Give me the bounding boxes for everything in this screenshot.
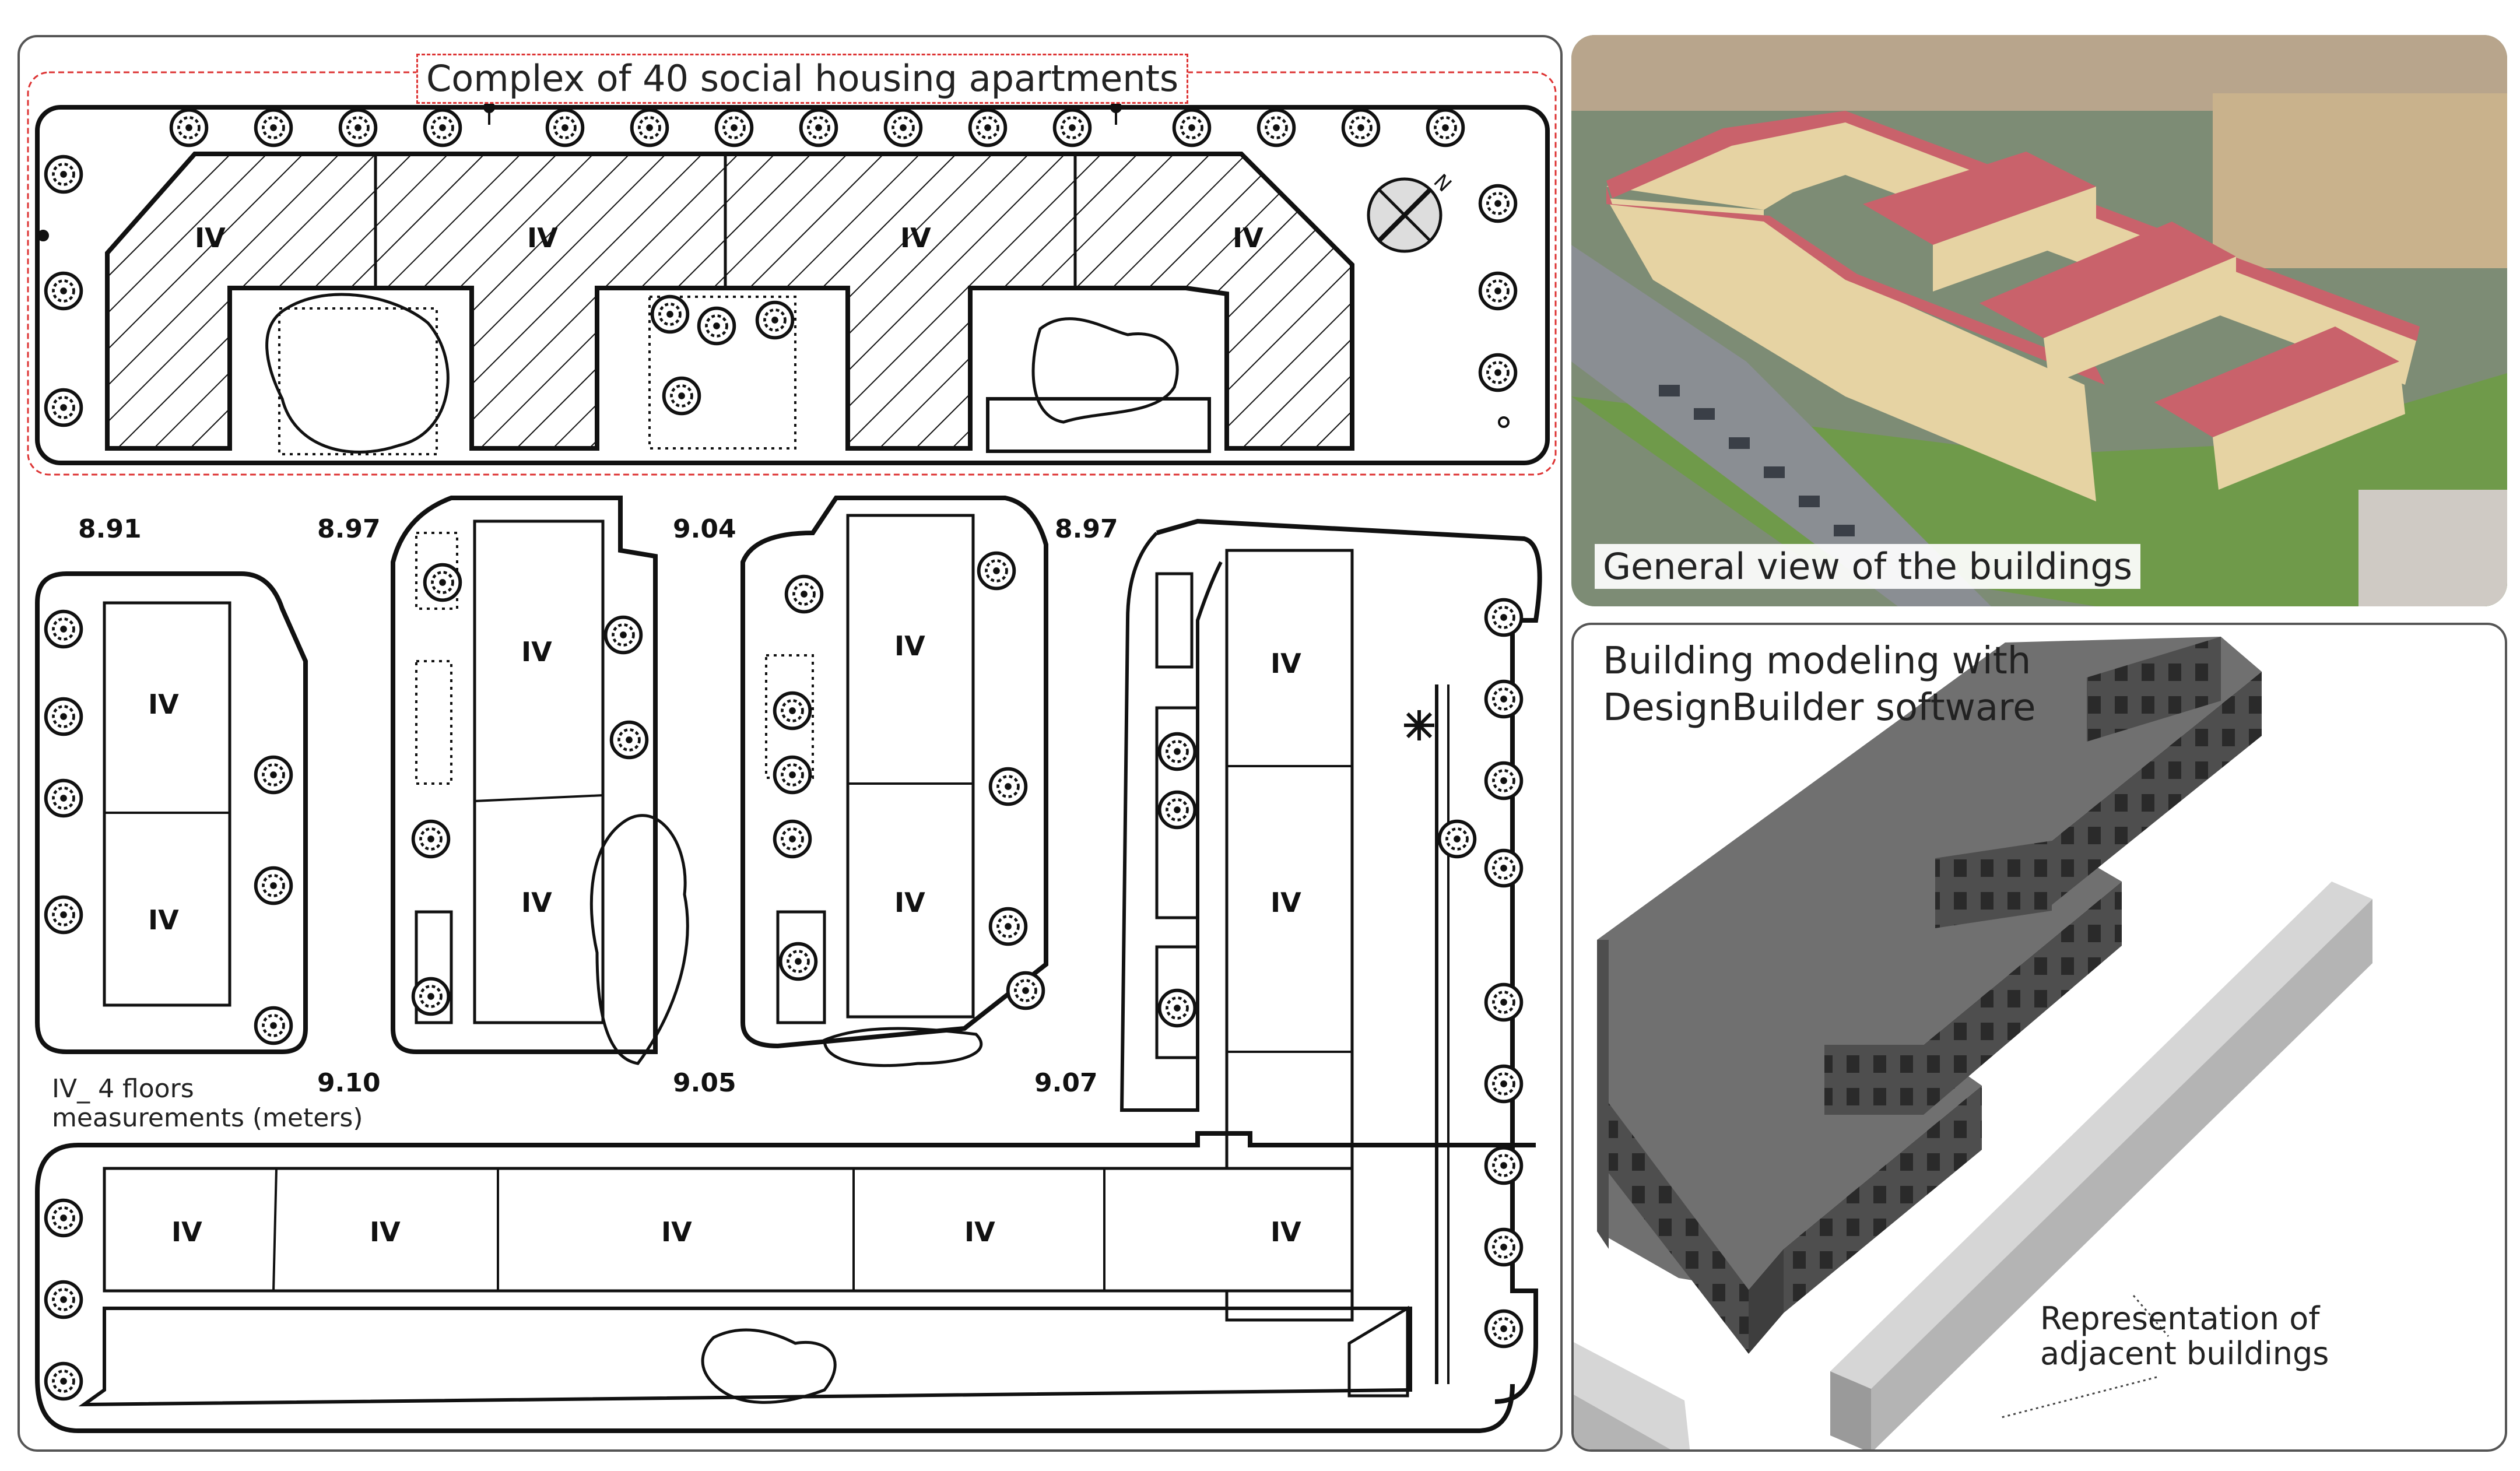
building-block-2: [473, 519, 605, 1024]
leader-line: [1999, 1295, 2170, 1419]
background-buildings: [2213, 93, 2507, 268]
floor-label: IV: [370, 1216, 401, 1248]
floor-label: IV: [894, 887, 925, 918]
floor-label: IV: [1233, 222, 1263, 254]
garden-dotted-area: [278, 307, 438, 455]
floor-label: IV: [195, 222, 226, 254]
parking-slot: [1155, 706, 1199, 919]
measurement-label: 9.10: [317, 1068, 381, 1098]
legend-floors: IV_ 4 floors: [52, 1074, 194, 1104]
measurement-label: 9.04: [673, 514, 736, 544]
garden-patch: [589, 814, 689, 1065]
measurement-label: 8.91: [78, 514, 142, 544]
building-block-1: [103, 601, 231, 1007]
floor-label: IV: [521, 887, 552, 918]
top-courtyard-annex: [986, 397, 1211, 453]
building-divider: [474, 794, 603, 802]
parking-slot: [1155, 572, 1194, 669]
garden-patch: [701, 1328, 837, 1404]
measurement-label: 9.05: [673, 1068, 736, 1098]
floor-label: IV: [148, 904, 179, 936]
measurement-label: 8.97: [317, 514, 381, 544]
parking-strip: [78, 1307, 1412, 1407]
parking-slot: [415, 910, 453, 1024]
floor-label: IV: [900, 222, 931, 254]
adjacent-buildings-note: Representation of adjacent buildings: [2040, 1300, 2329, 1372]
site-plan-drawing: IV IV IV IV: [27, 71, 1557, 1433]
tree-row-top: [171, 110, 1463, 146]
site-plan-panel: IV IV IV IV: [17, 35, 1563, 1452]
floor-label: IV: [1270, 1216, 1301, 1248]
garden-patch: [265, 293, 450, 454]
model-view-panel: Building modeling with DesignBuilder sof…: [1571, 623, 2507, 1452]
measurement-label: 8.97: [1055, 514, 1118, 544]
north-arrow-icon: N: [1367, 170, 1456, 253]
parked-cars: [1659, 385, 1855, 536]
tree-column-right-top: [1480, 186, 1516, 391]
floor-label: IV: [894, 630, 925, 662]
tree-column-left-top: [46, 157, 82, 426]
floor-label: IV: [521, 636, 552, 668]
corner-planter: [1347, 1305, 1409, 1398]
floor-label: IV: [1270, 648, 1301, 679]
adjacent-building: [1830, 882, 2372, 1449]
garden-dotted-area: [415, 660, 452, 785]
floor-label: IV: [1270, 887, 1301, 918]
housing-complex-photo: [1606, 111, 2420, 501]
floor-label: IV: [527, 222, 558, 254]
top-building-partitions: [374, 154, 1077, 288]
top-building: [105, 152, 1354, 451]
aerial-photo: [1571, 35, 2507, 606]
middle-block-1: [35, 571, 308, 1054]
main-building-model: [1597, 637, 2262, 1354]
courtyard-trees: [652, 297, 793, 414]
bottom-trees: [46, 1200, 82, 1399]
bottom-block-outline: [35, 1143, 1515, 1433]
garden-dotted-area: [648, 296, 796, 450]
adjacent-building: [1574, 1342, 1690, 1449]
palm-icon: [1404, 710, 1434, 740]
site-plan-title: Complex of 40 social housing apartments: [416, 54, 1189, 104]
garden-patch: [1031, 317, 1179, 424]
bottom-block-outline: [78, 1131, 1536, 1147]
floor-label: IV: [148, 689, 179, 720]
floor-label: IV: [171, 1216, 202, 1248]
street-area: [1571, 245, 1991, 606]
background-buildings: [2358, 490, 2507, 606]
building-block-3: [846, 514, 975, 1019]
parking-slot: [776, 910, 826, 1024]
measurement-label: 9.07: [1034, 1068, 1098, 1098]
building-dividers-bottom: [272, 1168, 1105, 1291]
parking-slot: [1155, 945, 1199, 1059]
model-title: Building modeling with DesignBuilder sof…: [1603, 640, 2036, 729]
access-road-lane: [1119, 531, 1223, 1112]
middle-block-3: [740, 496, 1048, 1049]
aerial-caption: General view of the buildings: [1595, 544, 2141, 589]
middle-block-2: [391, 496, 658, 1054]
aerial-view-panel: General view of the buildings: [1571, 35, 2507, 606]
top-block-street-outline: [35, 105, 1550, 465]
floor-label: IV: [964, 1216, 995, 1248]
building-block-bottom: [103, 1167, 1354, 1293]
legend-units: measurements (meters): [52, 1103, 363, 1133]
designbuilder-model: [1574, 637, 2372, 1449]
floor-label: IV: [661, 1216, 692, 1248]
garden-patch: [823, 1027, 983, 1068]
